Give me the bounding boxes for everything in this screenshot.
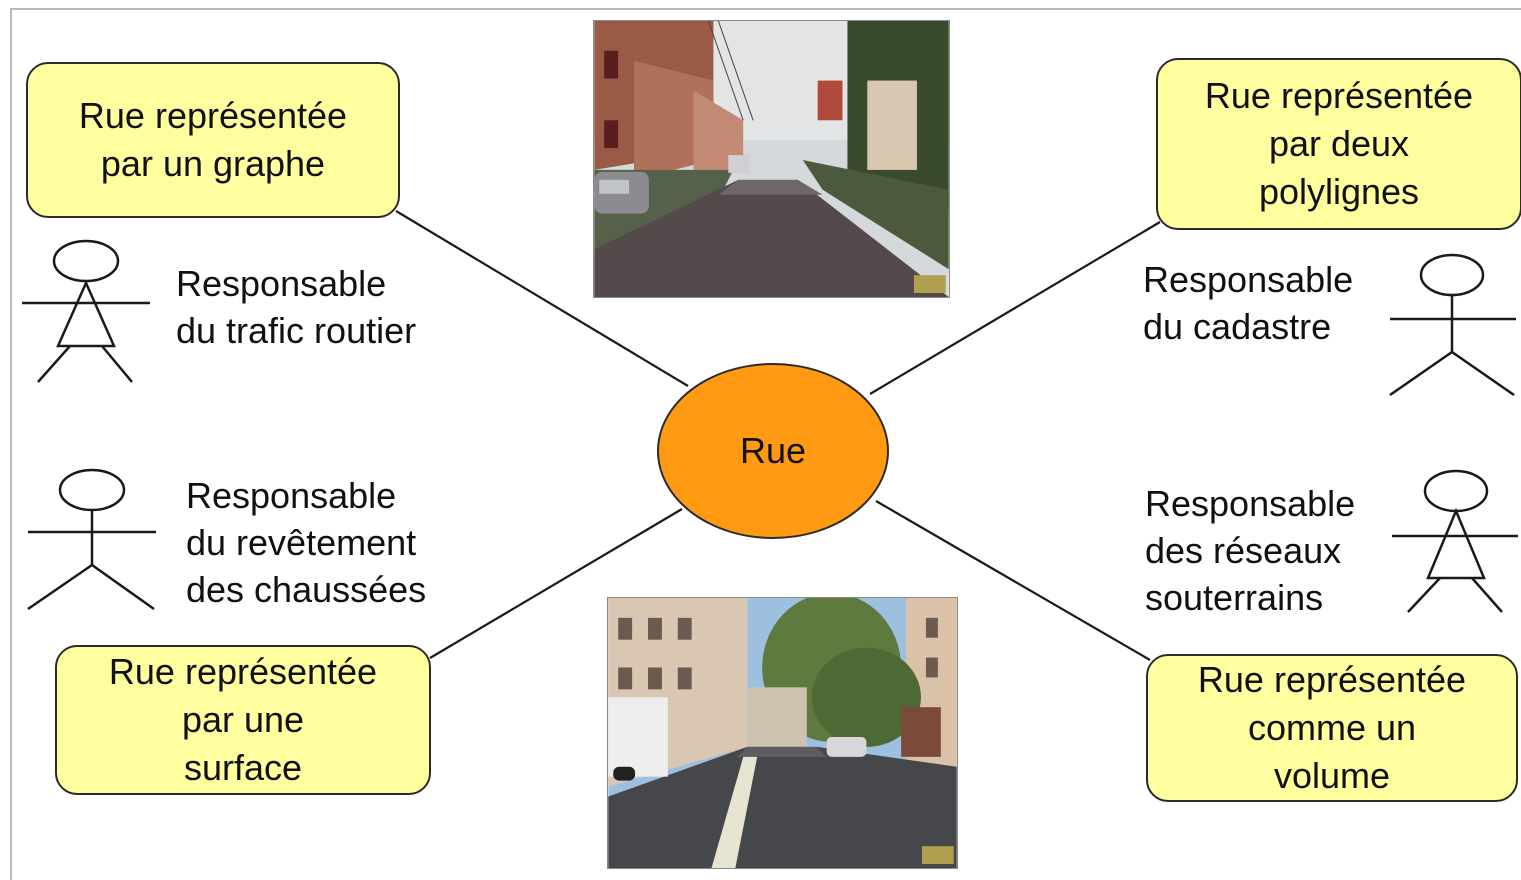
- actor-networks-line-3: souterrains: [1145, 577, 1324, 618]
- concept-graph-line-2: par un graphe: [100, 143, 326, 184]
- actor-pavement-line-1: Responsable: [186, 475, 397, 516]
- concept-polylines-line-1: Rue représentée: [1204, 75, 1474, 116]
- link-bottom-right: [875, 500, 1151, 661]
- concept-graph-box: Rue représentée par un graphe: [26, 62, 400, 218]
- street-photo-top: [593, 20, 950, 298]
- link-top-right: [869, 221, 1161, 395]
- concept-volume-line-1: Rue représentée: [1197, 659, 1467, 700]
- actor-traffic-label: Responsable du trafic routier: [176, 260, 416, 354]
- actor-female-icon-traffic: [22, 239, 150, 383]
- actor-networks-label: Responsable des réseaux souterrains: [1145, 480, 1355, 621]
- concept-surface-line-2: par une: [181, 699, 305, 740]
- actor-networks-line-2: des réseaux: [1145, 530, 1342, 571]
- concept-polylines-box: Rue représentée par deux polylignes: [1156, 58, 1521, 230]
- concept-polylines-line-2: par deux: [1268, 123, 1410, 164]
- concept-surface-box: Rue représentée par une surface: [55, 645, 431, 795]
- concept-volume-line-3: volume: [1273, 755, 1391, 796]
- concept-polylines-line-3: polylignes: [1258, 171, 1420, 212]
- actor-networks-line-1: Responsable: [1145, 483, 1356, 524]
- actor-pavement-label: Responsable du revêtement des chaussées: [186, 472, 426, 613]
- concept-volume-box: Rue représentée comme un volume: [1146, 654, 1518, 802]
- actor-cadastre-label: Responsable du cadastre: [1143, 256, 1353, 350]
- actor-cadastre-line-1: Responsable: [1143, 259, 1354, 300]
- concept-surface-line-3: surface: [183, 747, 303, 788]
- actor-pavement-line-3: des chaussées: [186, 569, 427, 610]
- link-bottom-left: [429, 508, 683, 659]
- actor-female-icon-networks: [1392, 469, 1518, 613]
- link-top-left: [395, 210, 689, 387]
- concept-volume-line-2: comme un: [1247, 707, 1417, 748]
- concept-graph-line-1: Rue représentée: [78, 95, 348, 136]
- actor-male-icon-pavement: [27, 468, 156, 611]
- center-node-label: Rue: [739, 430, 807, 471]
- actor-male-icon-cadastre: [1389, 253, 1516, 397]
- street-photo-bottom: [607, 597, 958, 869]
- actor-cadastre-line-2: du cadastre: [1143, 306, 1332, 347]
- actor-traffic-line-2: du trafic routier: [176, 310, 417, 351]
- center-node-rue: Rue: [657, 363, 889, 539]
- diagram-frame: [10, 8, 1521, 880]
- actor-pavement-line-2: du revêtement: [186, 522, 417, 563]
- actor-traffic-line-1: Responsable: [176, 263, 387, 304]
- concept-surface-line-1: Rue représentée: [108, 651, 378, 692]
